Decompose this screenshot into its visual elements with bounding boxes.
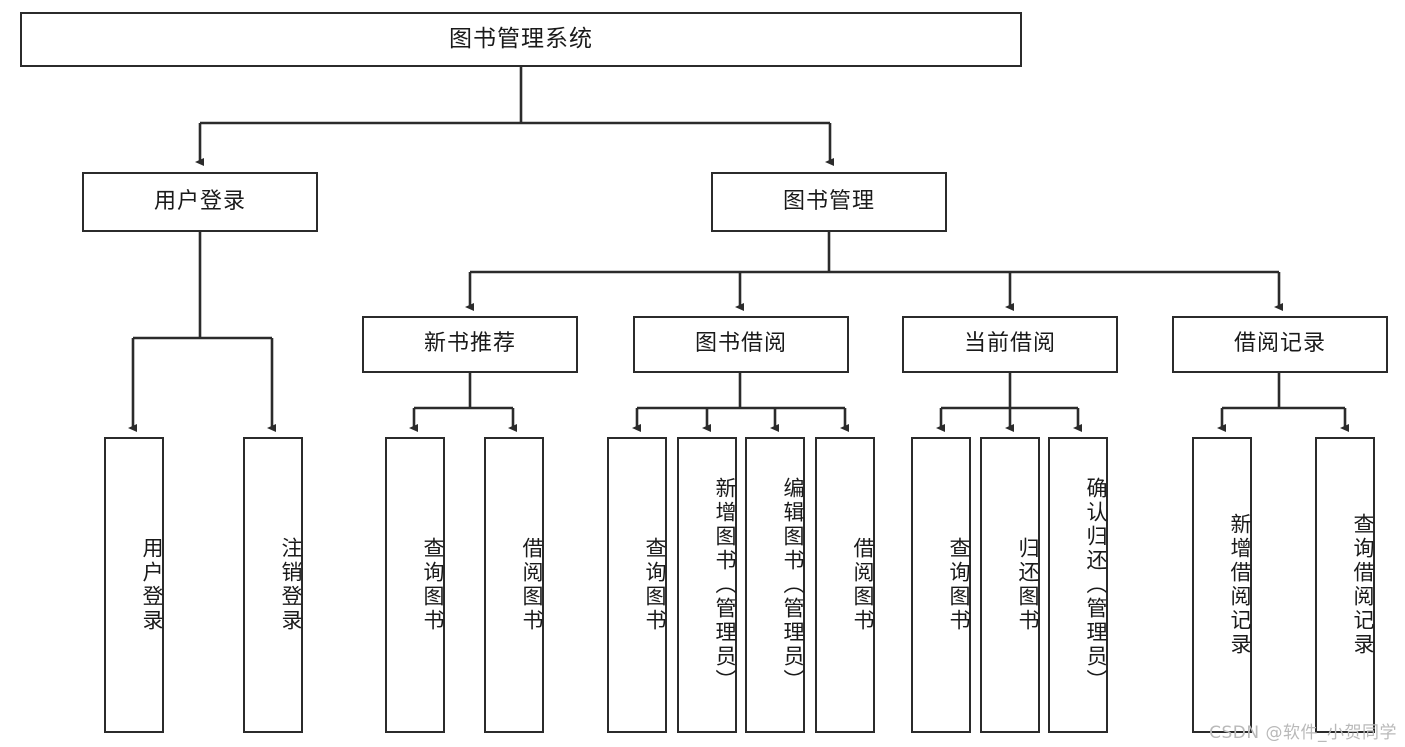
node-leaf-user-login[interactable]: 用户登录	[104, 437, 164, 733]
node-leaf-confirm-return[interactable]: 确认归还（管理员）	[1048, 437, 1108, 733]
node-leaf-borrow-book-1[interactable]: 借阅图书	[484, 437, 544, 733]
node-leaf-add-record[interactable]: 新增借阅记录	[1192, 437, 1252, 733]
node-borrow-record-label: 借阅记录	[1233, 331, 1326, 357]
node-leaf-edit-book[interactable]: 编辑图书（管理员）	[745, 437, 805, 733]
node-root[interactable]: 图书管理系统	[20, 12, 1022, 67]
node-leaf-query-book-1[interactable]: 查询图书	[385, 437, 445, 733]
node-leaf-query-record-label: 查询借阅记录	[1351, 513, 1375, 657]
node-borrow-record[interactable]: 借阅记录	[1172, 316, 1388, 373]
node-user-login-label: 用户登录	[153, 188, 246, 214]
node-new-book-recommend[interactable]: 新书推荐	[362, 316, 578, 373]
node-current-borrow-label: 当前借阅	[963, 331, 1056, 357]
node-leaf-confirm-return-label: 确认归还（管理员）	[1084, 477, 1108, 693]
node-book-borrow[interactable]: 图书借阅	[633, 316, 849, 373]
node-leaf-user-login-label: 用户登录	[140, 537, 164, 633]
node-leaf-return-book-label: 归还图书	[1016, 537, 1040, 633]
node-book-manage-label: 图书管理	[782, 188, 875, 214]
node-leaf-query-record[interactable]: 查询借阅记录	[1315, 437, 1375, 733]
node-leaf-add-record-label: 新增借阅记录	[1228, 513, 1252, 657]
node-leaf-logout[interactable]: 注销登录	[243, 437, 303, 733]
node-leaf-add-book-label: 新增图书（管理员）	[713, 477, 737, 693]
node-leaf-query-book-2-label: 查询图书	[643, 537, 667, 633]
node-leaf-query-book-1-label: 查询图书	[421, 537, 445, 633]
node-book-borrow-label: 图书借阅	[694, 331, 787, 357]
node-root-label: 图书管理系统	[449, 25, 593, 52]
node-current-borrow[interactable]: 当前借阅	[902, 316, 1118, 373]
node-leaf-query-book-3-label: 查询图书	[947, 537, 971, 633]
node-leaf-add-book[interactable]: 新增图书（管理员）	[677, 437, 737, 733]
node-new-book-recommend-label: 新书推荐	[423, 331, 516, 357]
node-leaf-query-book-2[interactable]: 查询图书	[607, 437, 667, 733]
node-user-login[interactable]: 用户登录	[82, 172, 318, 232]
node-leaf-query-book-3[interactable]: 查询图书	[911, 437, 971, 733]
node-leaf-edit-book-label: 编辑图书（管理员）	[781, 477, 805, 693]
node-leaf-borrow-book-1-label: 借阅图书	[520, 537, 544, 633]
node-leaf-borrow-book-2-label: 借阅图书	[851, 537, 875, 633]
node-leaf-logout-label: 注销登录	[279, 537, 303, 633]
node-book-manage[interactable]: 图书管理	[711, 172, 947, 232]
node-leaf-borrow-book-2[interactable]: 借阅图书	[815, 437, 875, 733]
csdn-watermark: CSDN @软件_小贺同学	[1209, 723, 1397, 743]
node-leaf-return-book[interactable]: 归还图书	[980, 437, 1040, 733]
